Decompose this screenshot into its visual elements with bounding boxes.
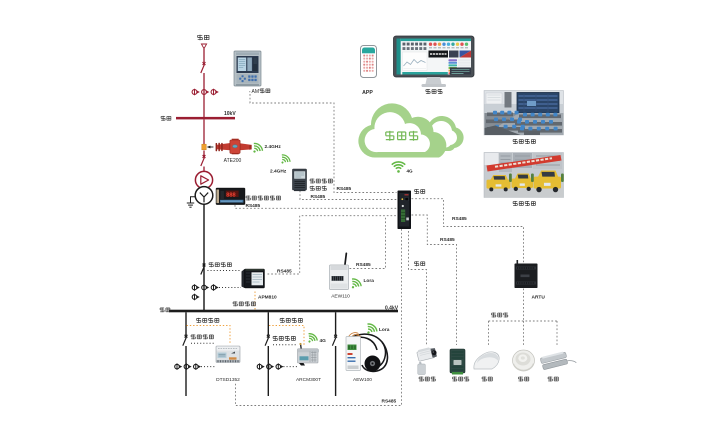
svg-text:Lora: Lora [364, 278, 375, 284]
svg-text:ATE200: ATE200 [224, 158, 242, 164]
svg-text:RS485: RS485 [382, 398, 397, 404]
svg-text:RS485: RS485 [337, 186, 352, 192]
svg-text:RS485: RS485 [452, 216, 467, 222]
svg-text:DTSD1352: DTSD1352 [216, 377, 240, 383]
svg-text:ARCM300T: ARCM300T [296, 377, 321, 383]
svg-text:2.4GHz: 2.4GHz [265, 144, 282, 150]
svg-text:AEW110: AEW110 [331, 293, 350, 299]
svg-text:888: 888 [226, 192, 235, 198]
svg-text:2.4GHz: 2.4GHz [270, 168, 287, 174]
svg-text:RS485: RS485 [246, 203, 261, 209]
svg-text:4G: 4G [407, 169, 414, 174]
svg-text:RS485: RS485 [277, 268, 292, 274]
svg-text:APP: APP [362, 90, 373, 96]
svg-text:ARTU: ARTU [532, 295, 546, 301]
svg-text:RS485: RS485 [356, 262, 371, 268]
svg-text:RS485: RS485 [311, 194, 326, 200]
svg-text:AM: AM [252, 89, 260, 95]
svg-text:4G: 4G [320, 338, 327, 344]
svg-text:Lora: Lora [379, 327, 390, 333]
svg-text:AEW100: AEW100 [353, 377, 372, 383]
svg-text:RS485: RS485 [440, 237, 455, 243]
svg-text:APM810: APM810 [258, 294, 277, 300]
svg-text:10kV: 10kV [224, 111, 236, 117]
svg-text:0.4kV: 0.4kV [385, 306, 399, 312]
